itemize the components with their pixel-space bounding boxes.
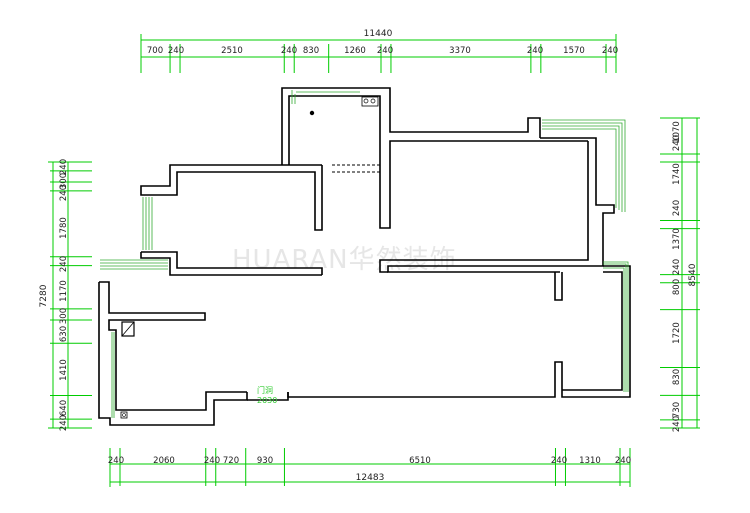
left-dim-10: 640 [59, 400, 69, 416]
top-dim-6: 1260 [344, 46, 366, 56]
door-opening-width: 2030 [257, 396, 277, 405]
bottom-dimension-chain: 240 2060 240 720 930 6510 240 1310 240 1… [108, 448, 631, 487]
bottom-dim-6: 6510 [409, 456, 431, 466]
right-dimension-chain: 1070 240 1740 240 1370 240 800 1720 830 … [660, 117, 700, 432]
sink-icon [361, 96, 379, 107]
top-dimension-chain: 11440 700 240 2510 240 830 1260 240 3370… [140, 29, 618, 73]
flue-icon [121, 321, 135, 337]
right-dim-3: 1740 [672, 163, 682, 185]
top-dim-11: 240 [602, 46, 618, 56]
bottom-dim-1: 240 [108, 456, 124, 466]
top-dim-3: 2510 [221, 46, 243, 56]
right-dim-11: 240 [672, 416, 682, 432]
pipe-icon [120, 411, 128, 419]
right-dim-1: 1070 [672, 121, 682, 143]
right-dim-9: 830 [672, 369, 682, 385]
top-dim-5: 830 [303, 46, 319, 56]
bottom-dim-7: 240 [551, 456, 567, 466]
bottom-dim-2: 2060 [153, 456, 175, 466]
right-dim-10: 730 [672, 402, 682, 418]
left-dim-9: 1410 [59, 359, 69, 381]
left-dim-11: 240 [59, 415, 69, 431]
bottom-dim-3: 240 [204, 456, 220, 466]
top-dim-9: 240 [527, 46, 543, 56]
left-dim-8: 630 [59, 326, 69, 342]
bottom-dim-8: 1310 [579, 456, 601, 466]
bottom-dim-9: 240 [615, 456, 631, 466]
fixtures [120, 96, 379, 419]
right-dim-7: 800 [672, 279, 682, 295]
top-dim-7: 240 [377, 46, 393, 56]
top-dim-1: 700 [147, 46, 163, 56]
left-dim-5: 240 [59, 256, 69, 272]
drain-icon [309, 110, 315, 116]
right-total-dimension: 8540 [688, 263, 698, 286]
bottom-dim-4: 720 [223, 456, 239, 466]
left-dim-3: 240 [59, 185, 69, 201]
top-dim-10: 1570 [563, 46, 585, 56]
top-total-dimension: 11440 [364, 29, 393, 39]
right-dim-6: 240 [672, 259, 682, 275]
right-dim-4: 240 [672, 200, 682, 216]
left-total-dimension: 7280 [39, 284, 49, 307]
bottom-total-dimension: 12483 [356, 473, 385, 483]
left-dimension-chain: 7280 240 300 240 1780 240 1170 300 630 1… [39, 159, 92, 431]
left-dim-2: 300 [59, 173, 69, 189]
door-opening-label: 门洞 [257, 385, 273, 395]
left-dim-4: 1780 [59, 217, 69, 239]
windows [100, 90, 629, 418]
top-dim-2: 240 [168, 46, 184, 56]
walls [98, 87, 631, 426]
left-dim-1: 240 [59, 159, 69, 175]
left-dim-6: 1170 [59, 280, 69, 302]
right-dim-5: 1370 [672, 228, 682, 250]
bottom-dim-5: 930 [257, 456, 273, 466]
top-dim-4: 240 [281, 46, 297, 56]
door-opening: 门洞 2030 [257, 385, 277, 405]
right-dim-8: 1720 [672, 322, 682, 344]
top-dim-8: 3370 [449, 46, 471, 56]
right-dim-2: 240 [672, 135, 682, 151]
left-dim-7: 300 [59, 308, 69, 324]
